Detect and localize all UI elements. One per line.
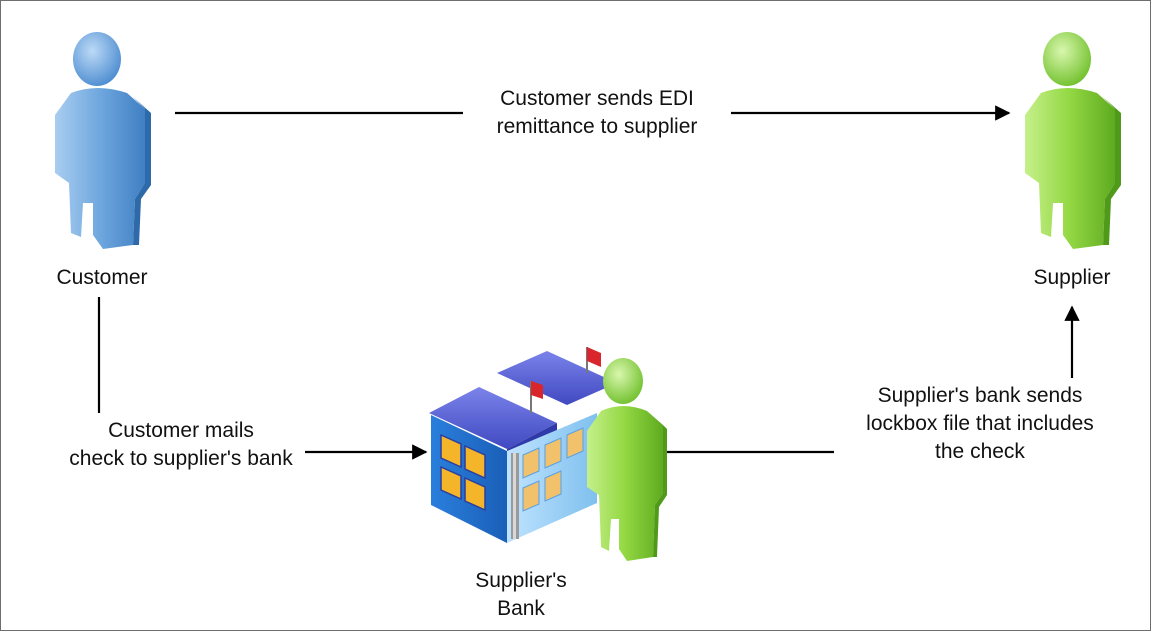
customer-label: Customer [56, 266, 148, 289]
lockbox-flow-line1: Supplier's bank sends [877, 384, 1083, 407]
edi-flow-label: Customer sends EDI remittance to supplie… [463, 85, 731, 141]
lockbox-flow-line2: lockbox file that includes [866, 412, 1094, 435]
customer-person-icon [55, 32, 151, 249]
mail-flow-line2: check to supplier's bank [69, 447, 293, 470]
lockbox-flow-line3: the check [935, 440, 1025, 463]
bank-label: Supplier's Bank [461, 567, 581, 623]
bank-label-line1: Supplier's [475, 569, 567, 592]
supplier-person-icon [1025, 32, 1121, 249]
edi-flow-line1: Customer sends EDI [500, 87, 694, 110]
lockbox-flow-label: Supplier's bank sends lockbox file that … [835, 382, 1125, 466]
edi-flow-line2: remittance to supplier [496, 115, 698, 138]
mail-flow-label: Customer mails check to supplier's bank [53, 417, 309, 473]
supplier-label: Supplier [1033, 266, 1111, 289]
bank-building-icon [429, 347, 667, 561]
bank-label-line2: Bank [497, 597, 545, 620]
mail-flow-line1: Customer mails [108, 419, 254, 442]
